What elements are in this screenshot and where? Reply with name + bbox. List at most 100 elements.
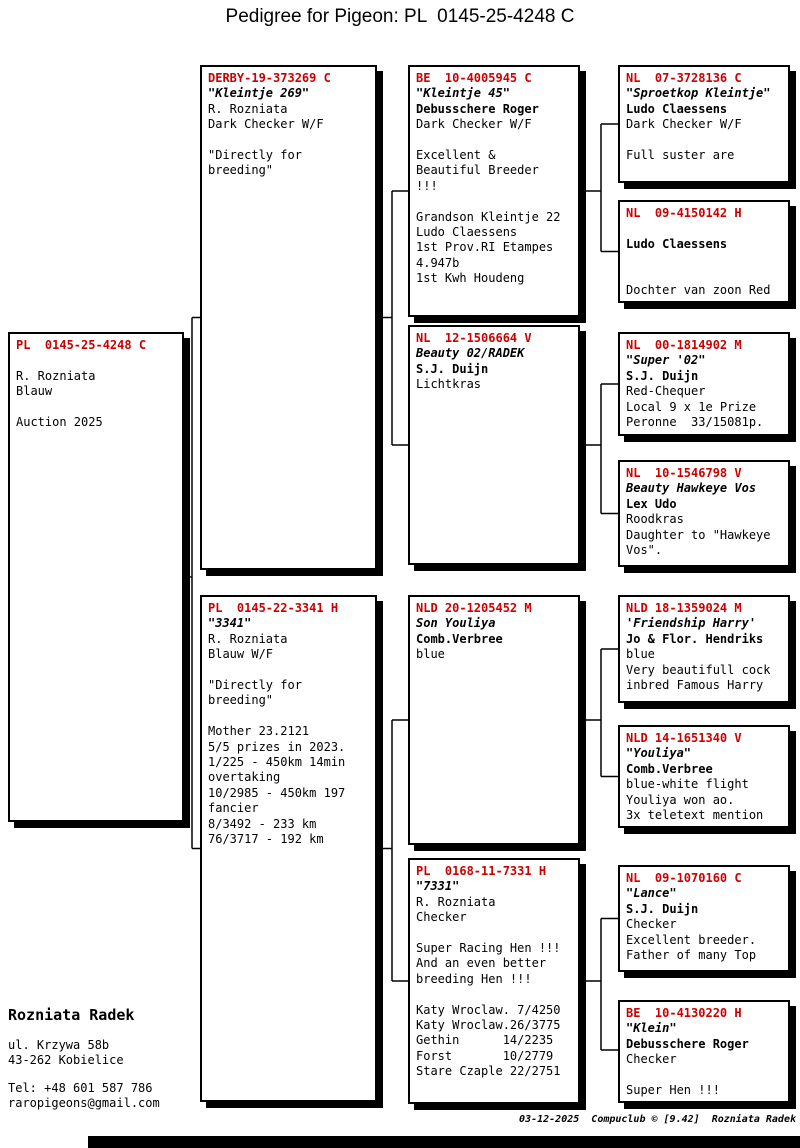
ring-number: NLD 14-1651340 V [626, 731, 742, 745]
box-line: "Klein" [626, 1021, 677, 1036]
box-line: "Youliya" [626, 746, 692, 761]
box-line: 1st Kwh Houdeng [416, 271, 525, 286]
box-line: inbred Famous Harry [626, 678, 764, 693]
box-line: S.J. Duijn [416, 361, 489, 376]
box-line: Roodkras [626, 512, 684, 527]
box-line: Dochter van zoon Red [626, 283, 771, 298]
box-line: R. Rozniata [416, 894, 496, 909]
box-line [626, 1068, 782, 1083]
box-line: Youliya won ao. [626, 792, 735, 807]
box-line: Comb.Verbree [416, 631, 503, 646]
box-line: blue-white flight [626, 777, 749, 792]
owner-address-2: 43-262 Kobielice [8, 1053, 124, 1067]
owner-footer: Rozniata Radek ul. Krzywa 58b 43-262 Kob… [8, 1006, 160, 1111]
ring-number: NL 12-1506664 V [416, 331, 532, 345]
owner-email: raropigeons@gmail.com [8, 1096, 160, 1110]
box-line: fancier [208, 801, 259, 816]
box-line: Checker [626, 917, 677, 932]
box-line: Blauw [16, 384, 53, 399]
box-line: And an even better [416, 956, 547, 971]
box-line: Dark Checker W/F [626, 117, 742, 132]
box-line [626, 221, 782, 236]
box-line: "Kleintje 269" [208, 86, 310, 101]
ring-number: BE 10-4005945 C [416, 71, 532, 85]
box-sire-sire-dam: NL 09-4150142 H Ludo Claessens Dochter v… [618, 200, 790, 303]
box-line: Forst 10/2779 [416, 1048, 554, 1063]
box-line [16, 353, 176, 368]
box-line: Ludo Claessens [626, 101, 728, 116]
page-title: Pedigree for Pigeon: PL 0145-25-4248 C [225, 6, 575, 27]
box-line [416, 926, 572, 941]
ring-number: PL 0145-22-3341 H [208, 601, 339, 615]
box-line: Checker [416, 910, 467, 925]
ring-number: NLD 20-1205452 M [416, 601, 532, 615]
box-line: Very beautifull cock [626, 662, 771, 677]
box-line: Lex Udo [626, 496, 677, 511]
box-sire: DERBY-19-373269 C"Kleintje 269"R. Roznia… [200, 65, 377, 570]
box-line: Super Hen !!! [626, 1083, 720, 1098]
box-line: 10/2985 - 450km 197 [208, 785, 346, 800]
bottom-scan-bar [88, 1136, 800, 1148]
box-line: Stare Czaple 22/2751 [416, 1064, 561, 1079]
box-line: 76/3717 - 192 km [208, 832, 324, 847]
box-line: Grandson Kleintje 22 [416, 209, 561, 224]
ring-number: DERBY-19-373269 C [208, 71, 331, 85]
box-line: "3341" [208, 616, 252, 631]
box-line: S.J. Duijn [626, 901, 699, 916]
program-credit: 03-12-2025 Compuclub © [9.42] Rozniata R… [519, 1114, 796, 1125]
box-line: Ludo Claessens [416, 225, 518, 240]
owner-address-1: ul. Krzywa 58b [8, 1038, 110, 1052]
box-line: Red-Chequer [626, 384, 706, 399]
ring-number: NLD 18-1359024 M [626, 601, 742, 615]
box-line: breeding" [208, 163, 274, 178]
box-line: blue [416, 647, 445, 662]
box-line [416, 987, 572, 1002]
ring-number: NL 10-1546798 V [626, 466, 742, 480]
box-line: Daughter to "Hawkeye [626, 527, 771, 542]
ring-number: NL 00-1814902 M [626, 338, 742, 352]
box-line: Father of many Top [626, 948, 757, 963]
box-line: Peronne 33/15081p. [626, 415, 764, 430]
box-line: Gethin 14/2235 [416, 1033, 554, 1048]
box-line: Excellent breeder. [626, 932, 757, 947]
box-line: Katy Wroclaw. 7/4250 [416, 1002, 561, 1017]
ring-number: NL 09-1070160 C [626, 871, 742, 885]
box-line [208, 709, 369, 724]
box-line: 3x teletext mention [626, 808, 764, 823]
box-line: blue [626, 647, 655, 662]
box-line: Blauw W/F [208, 647, 274, 662]
box-line: Debusschere Roger [626, 1036, 749, 1051]
box-line: 1st Prov.RI Etampes [416, 240, 554, 255]
box-line: Beautiful Breeder [416, 163, 539, 178]
box-line: Vos". [626, 543, 663, 558]
box-line [626, 133, 782, 148]
box-line: Jo & Flor. Hendriks [626, 631, 764, 646]
box-line: 'Friendship Harry' [626, 616, 757, 631]
box-line: "Sproetkop Kleintje" [626, 86, 771, 101]
box-line: Dark Checker W/F [416, 117, 532, 132]
box-line [626, 268, 782, 283]
box-sire-sire: BE 10-4005945 C"Kleintje 45"Debusschere … [408, 65, 580, 317]
box-line [416, 194, 572, 209]
box-line: 1/225 - 450km 14min [208, 755, 346, 770]
box-line [16, 400, 176, 415]
box-line: Checker [626, 1052, 677, 1067]
ring-number: BE 10-4130220 H [626, 1006, 742, 1020]
box-line: R. Rozniata [16, 368, 96, 383]
box-line: "Directly for [208, 678, 302, 693]
box-line [626, 252, 782, 267]
box-dam-sire-sire: NLD 18-1359024 M'Friendship Harry'Jo & F… [618, 595, 790, 703]
box-line: Lichtkras [416, 377, 482, 392]
box-line: R. Rozniata [208, 101, 288, 116]
box-line: Local 9 x 1e Prize [626, 399, 757, 414]
ring-number: NL 07-3728136 C [626, 71, 742, 85]
box-line: 8/3492 - 233 km [208, 816, 317, 831]
box-line: 4.947b [416, 255, 460, 270]
box-line: Beauty Hawkeye Vos [626, 481, 757, 496]
box-line: Katy Wroclaw.26/3775 [416, 1018, 561, 1033]
